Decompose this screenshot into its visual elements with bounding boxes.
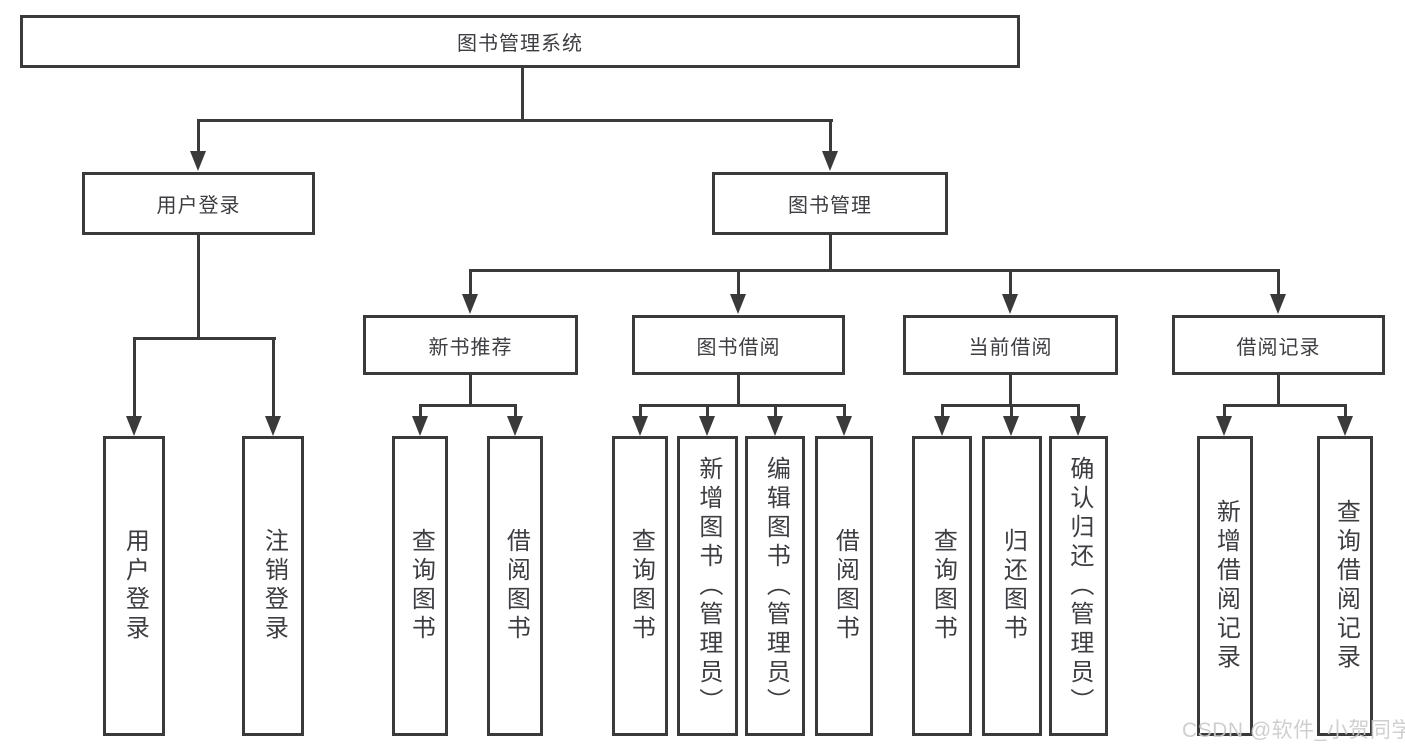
arrowhead-down-icon (126, 416, 142, 436)
node-current-borrowing: 当前借阅 (903, 315, 1118, 375)
arrowhead-down-icon (934, 416, 950, 436)
node-label: 新增图书（管理员） (694, 455, 722, 717)
arrowhead-down-icon (1070, 416, 1086, 436)
arrowhead-down-icon (822, 151, 838, 171)
node-new-book-recommend: 新书推荐 (363, 315, 578, 375)
leaf-cb-confirm-return-admin: 确认归还（管理员） (1049, 436, 1108, 736)
arrowhead-down-icon (462, 294, 478, 314)
connector-line (639, 404, 642, 422)
leaf-nbr-query-books: 查询图书 (392, 436, 448, 736)
connector-line (1009, 269, 1012, 298)
leaf-cb-return-books: 归还图书 (982, 436, 1042, 736)
arrowhead-down-icon (730, 294, 746, 314)
node-label: 当前借阅 (968, 336, 1053, 359)
connector-line (737, 269, 740, 298)
connector-line (774, 404, 777, 422)
node-borrowing-records: 借阅记录 (1172, 315, 1385, 375)
leaf-bb-add-books-admin: 新增图书（管理员） (677, 436, 738, 736)
node-label: 借阅图书 (831, 528, 859, 644)
connector-line (419, 404, 422, 422)
connector-line (133, 337, 136, 421)
arrowhead-down-icon (1002, 294, 1018, 314)
connector-line (272, 337, 275, 421)
connector-line (1344, 404, 1347, 422)
node-book-management: 图书管理 (712, 172, 948, 235)
connector-line (469, 269, 1280, 272)
leaf-user-login: 用户登录 (103, 436, 165, 736)
connector-line (843, 404, 846, 422)
connector-line (639, 404, 846, 407)
arrowhead-down-icon (836, 416, 852, 436)
csdn-watermark: CSDN @软件_小贺同学 (1182, 719, 1405, 742)
node-book-borrowing: 图书借阅 (632, 315, 845, 375)
node-label: 用户登录 (121, 528, 149, 644)
node-label: 归还图书 (999, 528, 1027, 644)
node-library-management-system: 图书管理系统 (20, 15, 1020, 68)
node-label: 编辑图书（管理员） (762, 455, 790, 717)
node-label: 查询借阅记录 (1332, 499, 1360, 673)
node-label: 借阅图书 (502, 528, 530, 644)
node-label: 图书管理 (788, 195, 872, 217)
leaf-cb-query-books: 查询图书 (912, 436, 972, 736)
connector-line (1277, 375, 1280, 407)
connector-line (1223, 404, 1347, 407)
connector-line (197, 119, 833, 122)
connector-line (469, 269, 472, 298)
connector-line (1077, 404, 1080, 422)
arrowhead-down-icon (1216, 416, 1232, 436)
connector-line (419, 404, 517, 407)
connector-line (1009, 375, 1012, 407)
arrowhead-down-icon (699, 416, 715, 436)
node-label: 图书管理系统 (457, 33, 583, 55)
connector-line (197, 119, 200, 155)
leaf-bb-borrow-books: 借阅图书 (815, 436, 873, 736)
connector-line (1223, 404, 1226, 422)
arrowhead-down-icon (1337, 416, 1353, 436)
connector-line (521, 68, 524, 122)
leaf-br-query-record: 查询借阅记录 (1317, 436, 1373, 736)
node-label: 查询图书 (627, 528, 655, 644)
arrowhead-down-icon (190, 151, 206, 171)
node-label: 查询图书 (929, 528, 957, 644)
connector-line (514, 404, 517, 422)
arrowhead-down-icon (632, 416, 648, 436)
connector-line (706, 404, 709, 422)
arrowhead-down-icon (412, 416, 428, 436)
leaf-nbr-borrow-books: 借阅图书 (487, 436, 543, 736)
node-label: 查询图书 (407, 528, 435, 644)
node-user-login: 用户登录 (82, 172, 315, 235)
connector-line (197, 235, 200, 340)
node-label: 注销登录 (260, 528, 288, 644)
connector-line (133, 337, 276, 340)
leaf-logout: 注销登录 (242, 436, 304, 736)
node-label: 用户登录 (156, 195, 241, 217)
connector-line (737, 375, 740, 407)
leaf-bb-edit-books-admin: 编辑图书（管理员） (745, 436, 805, 736)
node-label: 图书借阅 (696, 336, 781, 359)
arrowhead-down-icon (507, 416, 523, 436)
leaf-br-add-record: 新增借阅记录 (1197, 436, 1253, 736)
connector-line (1010, 404, 1013, 422)
connector-line (829, 119, 832, 155)
arrowhead-down-icon (265, 416, 281, 436)
node-label: 确认归还（管理员） (1065, 455, 1093, 717)
leaf-bb-query-books: 查询图书 (612, 436, 668, 736)
arrowhead-down-icon (1003, 416, 1019, 436)
node-label: 新增借阅记录 (1212, 499, 1240, 673)
arrowhead-down-icon (767, 416, 783, 436)
node-label: 借阅记录 (1236, 336, 1321, 359)
connector-line (469, 375, 472, 407)
node-label: 新书推荐 (428, 336, 513, 359)
connector-line (829, 235, 832, 272)
connector-line (941, 404, 944, 422)
connector-line (1277, 269, 1280, 298)
arrowhead-down-icon (1270, 294, 1286, 314)
